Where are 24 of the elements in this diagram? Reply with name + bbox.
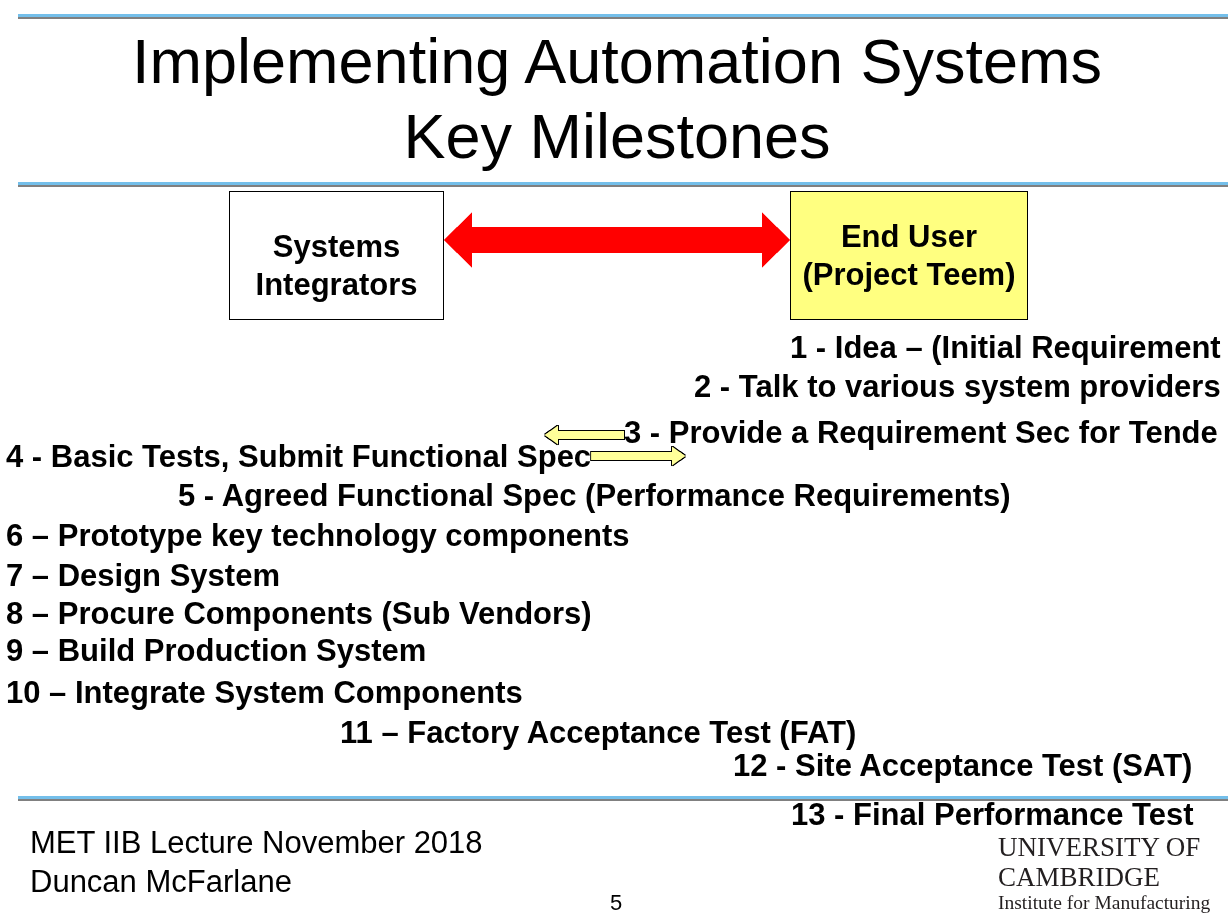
- slide-title: Implementing Automation Systems Key Milestones: [131, 25, 1103, 173]
- stakeholder-box: End User (Project Teem): [790, 191, 1028, 320]
- arrow: [545, 425, 624, 445]
- milestone-text: 7 – Design System: [6, 560, 280, 592]
- milestone-text: 12 - Site Acceptance Test (SAT): [733, 750, 1193, 782]
- milestone-text: 6 – Prototype key technology components: [6, 520, 630, 552]
- milestone-text: 8 – Procure Components (Sub Vendors): [6, 598, 592, 630]
- institute-name: Institute for Manufacturing: [998, 892, 1211, 913]
- page-number: 5: [610, 892, 623, 914]
- milestone-text: 9 – Build Production System: [6, 635, 427, 667]
- milestone-text: 2 - Talk to various system providers: [694, 371, 1221, 403]
- milestone-text: 3 - Provide a Requirement Sec for Tende: [624, 410, 1218, 456]
- double-arrow: [444, 212, 790, 268]
- university-name: UNIVERSITY OF CAMBRIDGE: [998, 832, 1202, 892]
- author-name: Duncan McFarlane: [30, 865, 292, 899]
- milestone-text: 13 - Final Performance Test: [791, 799, 1194, 831]
- arrow: [591, 446, 685, 466]
- milestone-text: 11 – Factory Acceptance Test (FAT): [340, 717, 857, 749]
- milestone-text: 10 – Integrate System Components: [6, 677, 523, 709]
- milestone-text: 1 - Idea – (Initial Requirement: [790, 332, 1221, 364]
- milestone-text: 4 - Basic Tests, Submit Functional Spec: [6, 435, 592, 479]
- milestone-text: 5 - Agreed Functional Spec (Performance Requirements): [178, 480, 1011, 512]
- stakeholder-box: Systems Integrators: [229, 191, 444, 320]
- lecture-info: MET IIB Lecture November 2018: [30, 826, 483, 860]
